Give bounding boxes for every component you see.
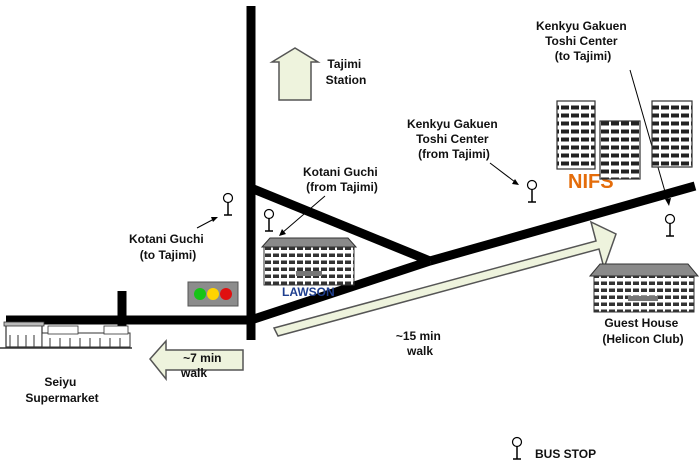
- guest-house-label: Guest House (Helicon Club): [602, 316, 683, 346]
- road-branch-to-junction: [249, 183, 432, 266]
- bus-stop-icon: [526, 179, 538, 203]
- legend: BUS STOP: [511, 436, 596, 461]
- kotani-to-pointer: [196, 218, 215, 229]
- seiyu-building: [0, 321, 132, 349]
- arrow-icon: [269, 47, 321, 101]
- road-to-nifs: [428, 181, 697, 266]
- road-to-junction: [249, 256, 432, 325]
- building-icon: [599, 120, 641, 180]
- walk-7min-label: ~7 min walk: [180, 351, 225, 380]
- kenkyu-from-pointer: [489, 162, 516, 183]
- pointer-head: [211, 217, 218, 222]
- kenkyu-to-label: Kenkyu Gakuen Toshi Center (to Tajimi): [536, 19, 630, 63]
- bus-stop-icon: [511, 436, 523, 460]
- kotani-from-pointer: [281, 195, 326, 234]
- lawson-label: LAWSON: [282, 285, 335, 299]
- kotani-guchi-from-label: Kotani Guchi (from Tajimi): [303, 165, 381, 194]
- walk-15min-arrow: [272, 220, 617, 337]
- bus-stop-icon: [222, 192, 234, 216]
- building-icon: [556, 100, 596, 170]
- seiyu-label: Seiyu Supermarket: [25, 375, 98, 405]
- pointer-head: [279, 229, 286, 236]
- kenkyu-to-pointer: [629, 69, 669, 203]
- pointer-head: [512, 179, 519, 185]
- pointer-head: [665, 198, 671, 206]
- bus-stop-icon: [263, 208, 275, 232]
- lawson-building: [260, 237, 358, 286]
- walk-15min-label: ~15 min walk: [396, 329, 444, 358]
- building-icon: [651, 100, 693, 168]
- tajimi-station-label: Tajimi Station: [326, 57, 367, 87]
- bus-stop-icon: [664, 213, 676, 237]
- walk-7min-arrow: [149, 339, 244, 382]
- roads: [6, 6, 697, 345]
- nifs-buildings: [556, 100, 693, 180]
- guest-house-building: [588, 263, 700, 313]
- traffic-light-icon: [187, 281, 239, 307]
- kenkyu-from-label: Kenkyu Gakuen Toshi Center (from Tajimi): [407, 117, 501, 161]
- legend-bus-stop-label: BUS STOP: [535, 447, 596, 461]
- kotani-guchi-to-label: Kotani Guchi (to Tajimi): [129, 232, 207, 262]
